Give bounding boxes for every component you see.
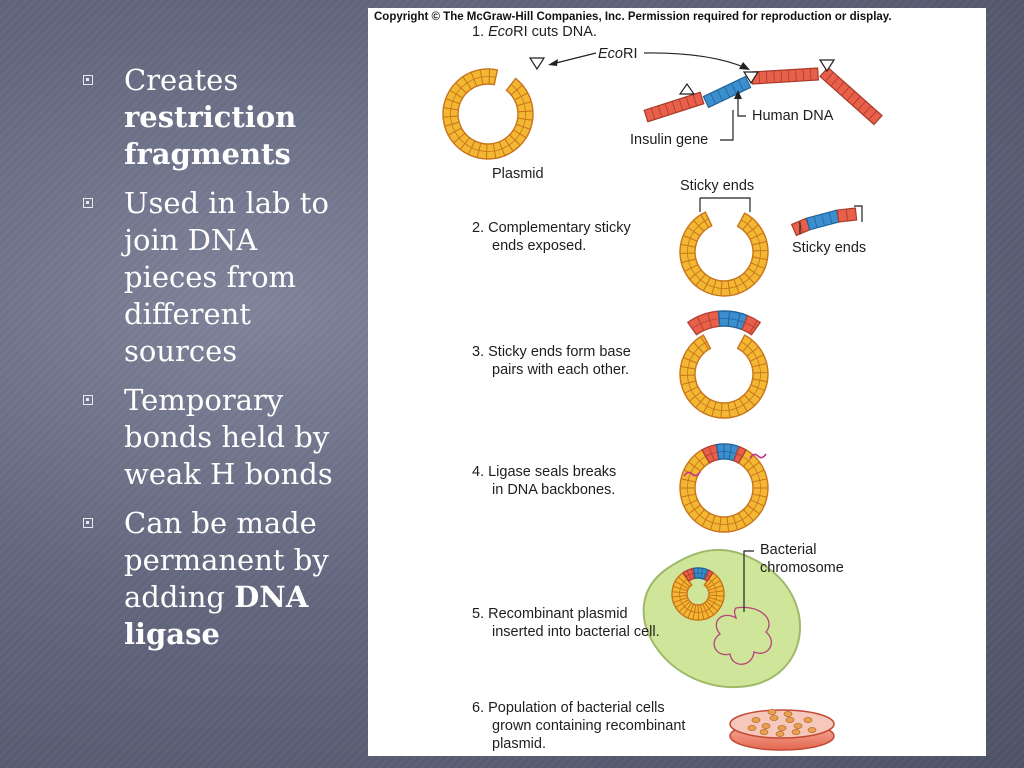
colony-dot [783,711,793,718]
sticky-ends-bracket [699,197,751,212]
cut-site-marker [678,82,696,95]
sticky-ends-right-bracket [799,205,863,234]
bullet-item: Can be made permanent by adding DNA liga… [80,505,355,653]
step2-label-line1: 2. Complementary sticky [472,220,631,236]
bacterial-label-line2: chromosome [760,560,844,576]
colony-dot [791,729,801,736]
step6-label-line3: plasmid. [492,736,546,752]
colony-dot [793,723,803,730]
bullet-square-icon [83,395,93,405]
colony-dot [759,729,769,736]
step2-label-line2: ends exposed. [492,238,586,254]
copyright-text: Copyright © The McGraw-Hill Companies, I… [374,11,892,23]
ecori-arrow-left [551,52,597,65]
cut-site-marker [528,57,546,71]
arrowhead [548,59,558,66]
bacterial-label-line1: Bacterial [760,542,816,558]
bullet-item: Used in lab to join DNA pieces from diff… [80,185,355,370]
bullet-text-bold: DNA ligase [124,580,309,651]
plasmid-ring-step1 [442,68,534,160]
plasmid-ring-step2 [679,211,769,297]
insulin-gene-label: Insulin gene [630,132,708,148]
arrowhead [734,90,742,99]
step1-label: 1. EcoRI cuts DNA. [472,24,597,40]
chromosome-pointer [743,550,754,612]
ecori-arrow-right [643,52,747,69]
sticky-ends-right-label: Sticky ends [792,240,866,256]
arrowhead [739,62,750,70]
colony-dot [751,717,761,724]
colony-dot [777,725,787,732]
bullet-item: Temporary bonds held by weak H bonds [80,382,355,493]
ecori-label: EcoRI [598,46,638,62]
colony-dot [769,715,779,722]
step5-label-line1: 5. Recombinant plasmid [472,606,628,622]
bullet-text: Temporary bonds held by weak H bonds [124,383,333,491]
bullet-square-icon [83,518,93,528]
cut-site-marker [742,71,760,85]
bullet-item: Creates restriction fragments [80,62,355,173]
plasmid-label: Plasmid [492,166,544,182]
petri-dish [729,709,835,751]
bullet-square-icon [83,198,93,208]
plasmid-ring-step4 [679,443,769,533]
step3-label-line1: 3. Sticky ends form base [472,344,631,360]
step6-label-line2: grown containing recombinant [492,718,685,734]
colony-dot [785,717,795,724]
recombinant-dna-figure: Copyright © The McGraw-Hill Companies, I… [368,8,986,756]
insulin-gene-pointer [720,110,734,141]
bacterial-chromosome [713,606,772,665]
bullet-text: Can be made permanent by adding [124,506,329,614]
bacterial-colonies [747,709,817,738]
colony-dot [803,717,813,724]
colony-dot [747,725,757,732]
figure-svg: Copyright © The McGraw-Hill Companies, I… [374,11,892,752]
plasmid-ring-step3 [679,310,769,419]
colony-dot [761,723,771,730]
bullet-text: Used in lab to join DNA pieces from diff… [124,186,329,368]
bullet-text-bold: restriction fragments [124,100,297,171]
step6-label-line1: 6. Population of bacterial cells [472,700,665,716]
cut-site-marker [818,59,836,73]
bullet-square-icon [83,75,93,85]
colony-dot [767,709,777,716]
recombinant-plasmid-in-cell [671,567,725,621]
human-dna-label: Human DNA [752,108,834,124]
insulin-fragment-step2 [790,207,858,237]
step5-label-line2: inserted into bacterial cell. [492,624,660,640]
step4-label-line2: in DNA backbones. [492,482,615,498]
colony-dot [775,731,785,738]
sticky-ends-top-label: Sticky ends [680,178,754,194]
step3-label-line2: pairs with each other. [492,362,629,378]
bullet-text: Creates [124,63,239,97]
human-dna-strand [643,66,883,126]
colony-dot [807,727,817,734]
step4-label-line1: 4. Ligase seals breaks [472,464,616,480]
human-dna-pointer [737,94,746,117]
